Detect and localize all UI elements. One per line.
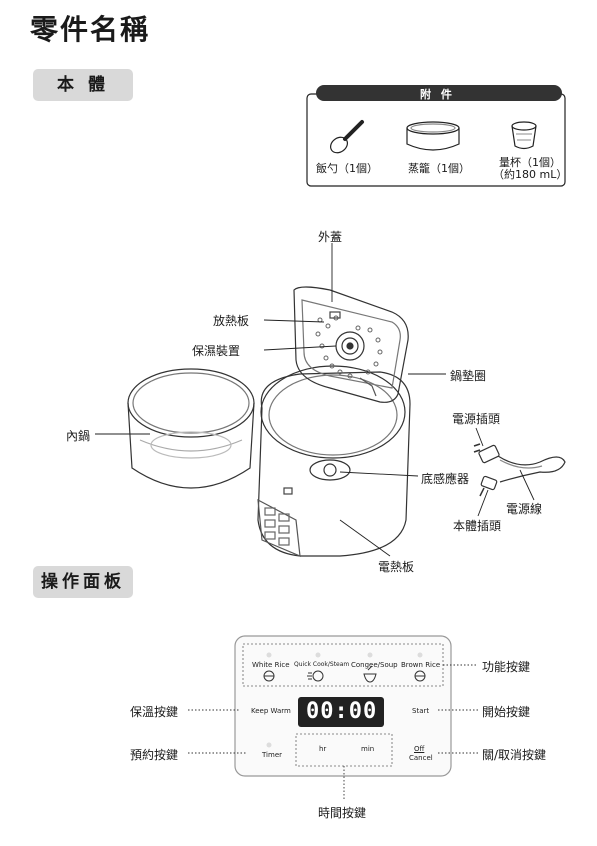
label-power-cord: 電源線	[506, 502, 543, 516]
page-title: 零件名稱	[30, 13, 151, 46]
label-outer-lid: 外蓋	[318, 230, 343, 244]
accessories-header: 附 件	[420, 88, 455, 101]
power-cord-drawing	[473, 443, 566, 497]
btn-off[interactable]: Off	[414, 745, 425, 753]
callout-time-keys: 時間按鍵	[318, 806, 367, 820]
label-gasket: 鍋墊圈	[450, 369, 487, 383]
accessory-cup-label: 量杯（1個）	[499, 156, 561, 169]
callout-function-keys: 功能按鍵	[482, 660, 531, 674]
label-heat-plate: 放熱板	[213, 314, 250, 328]
cooker-body-drawing	[257, 365, 411, 557]
inner-pot-drawing	[127, 368, 255, 489]
callout-timer: 預約按鍵	[130, 748, 179, 762]
rice-paddle-icon	[330, 120, 364, 154]
callout-cancel: 關/取消按鍵	[482, 748, 547, 762]
section-panel-tag: 操作面板	[33, 566, 133, 598]
accessories-box	[306, 85, 566, 187]
label-power-plug: 電源插頭	[452, 412, 501, 426]
leader-lines	[95, 243, 535, 557]
btn-min[interactable]: min	[361, 745, 375, 753]
label-heating-plate: 電熱板	[378, 560, 415, 574]
btn-congee[interactable]: Congee/Soup	[351, 661, 398, 669]
btn-white-rice[interactable]: White Rice	[252, 661, 290, 669]
callout-keep-warm: 保溫按鍵	[130, 705, 179, 719]
accessory-steamer-label: 蒸籠（1個）	[408, 162, 470, 175]
btn-quick-cook[interactable]: Quick Cook/Steam	[294, 661, 350, 668]
btn-keep-warm[interactable]: Keep Warm	[251, 707, 291, 715]
section-body-tag: 本 體	[33, 69, 133, 101]
callout-start: 開始按鍵	[482, 705, 531, 719]
btn-brown-rice[interactable]: Brown Rice	[401, 661, 441, 669]
btn-cancel[interactable]: Cancel	[409, 754, 433, 762]
control-panel	[234, 635, 452, 777]
steamer-basket-icon	[406, 121, 460, 151]
accessory-cup-sub: （約180 mL）	[493, 168, 568, 181]
measuring-cup-icon	[511, 121, 537, 150]
label-keep-moist: 保濕裝置	[192, 344, 241, 358]
label-sensor: 底感應器	[421, 472, 470, 486]
btn-hr[interactable]: hr	[319, 745, 327, 753]
time-display: 00:00	[306, 699, 378, 724]
panel-leader-lines	[188, 664, 478, 800]
accessory-paddle-label: 飯勺（1個）	[316, 162, 378, 175]
label-inner-pot: 內鍋	[66, 429, 91, 443]
btn-start[interactable]: Start	[412, 707, 430, 715]
label-body-socket: 本體插頭	[453, 519, 502, 533]
btn-timer[interactable]: Timer	[262, 751, 283, 759]
